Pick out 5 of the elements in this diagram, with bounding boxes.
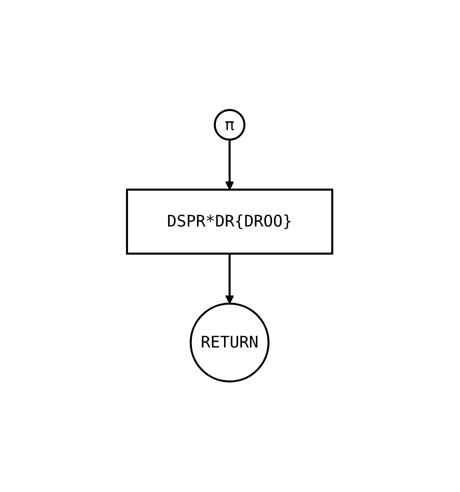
node-box: DSPR*DR{DROO}	[126, 188, 334, 255]
arrow	[226, 254, 234, 304]
node-circle: π	[214, 109, 246, 141]
arrow	[226, 140, 234, 190]
node-circle: RETURN	[190, 302, 270, 383]
